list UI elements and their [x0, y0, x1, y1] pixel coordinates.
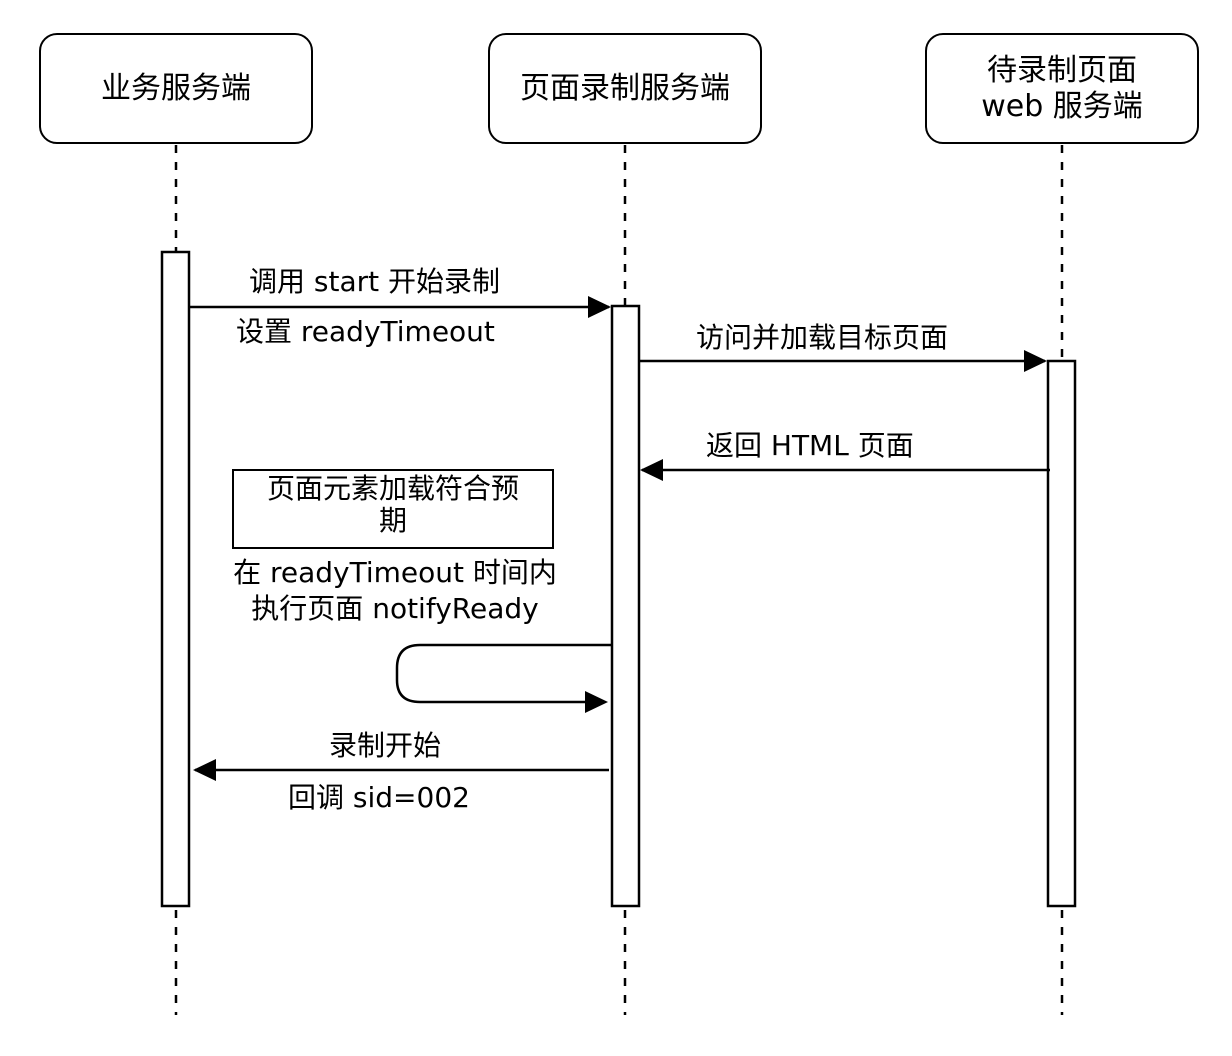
note-line-1: 页面元素加载符合预 [266, 472, 519, 505]
participant-label: 业务服务端 [101, 70, 251, 106]
participant-label-line2: web 服务端 [981, 88, 1143, 124]
participant-recording-server: 页面录制服务端 [488, 33, 762, 144]
message-label-load-page: 访问并加载目标页面 [696, 321, 949, 354]
message-label-start-recording: 调用 start 开始录制 [249, 265, 501, 298]
participant-label-line1: 待录制页面 [987, 52, 1137, 88]
activation-web [1046, 359, 1077, 908]
arrowhead-load-page [1024, 350, 1047, 372]
note-page-elements-loaded: 页面元素加载符合预 期 [232, 469, 554, 549]
message-sublabel-set-timeout: 设置 readyTimeout [236, 315, 495, 348]
arrowhead-start-recording [588, 296, 611, 318]
arrowhead-return-html [640, 459, 663, 481]
self-message-notify-ready [395, 643, 611, 704]
arrowhead-recording-started [193, 759, 216, 781]
participant-label: 页面录制服务端 [520, 70, 730, 106]
activation-rec [610, 304, 641, 908]
participant-business-server: 业务服务端 [39, 33, 313, 144]
message-label-return-html: 返回 HTML 页面 [706, 429, 914, 462]
arrowhead-notify-ready [585, 691, 608, 713]
activation-biz [160, 250, 191, 908]
self-message-label-line1: 在 readyTimeout 时间内 [233, 556, 557, 589]
message-label-recording-started: 录制开始 [329, 729, 442, 762]
self-message-label-line2: 执行页面 notifyReady [251, 592, 539, 625]
participant-web-server: 待录制页面 web 服务端 [925, 33, 1199, 144]
message-sublabel-callback-sid: 回调 sid=002 [288, 781, 470, 814]
note-line-2: 期 [378, 504, 407, 537]
